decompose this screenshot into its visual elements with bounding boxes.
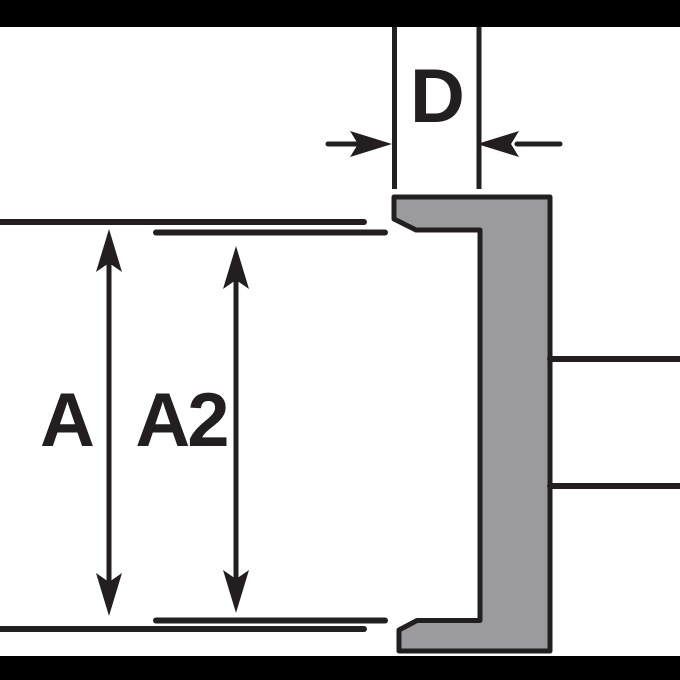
a-dimension-arrow — [96, 229, 122, 616]
d-arrow-right-head-icon — [477, 131, 519, 157]
a2-arrow-down-head-icon — [223, 570, 249, 613]
a2-dimension-arrow — [223, 246, 249, 613]
dimension-label-a: A — [40, 378, 95, 463]
a-arrow-up-head-icon — [96, 229, 122, 272]
bottom-letterbox-bar — [0, 656, 680, 680]
dimension-label-a2: A2 — [135, 378, 229, 463]
a2-arrow-up-head-icon — [223, 246, 249, 289]
dimension-label-d: D — [410, 54, 465, 139]
d-dimension-arrow-right — [477, 131, 563, 157]
cap-cross-section-shape — [391, 194, 553, 654]
d-dimension-arrow-left — [325, 131, 392, 157]
d-arrow-left-head-icon — [350, 131, 392, 157]
a-arrow-down-head-icon — [96, 573, 122, 616]
top-letterbox-bar — [0, 0, 680, 27]
